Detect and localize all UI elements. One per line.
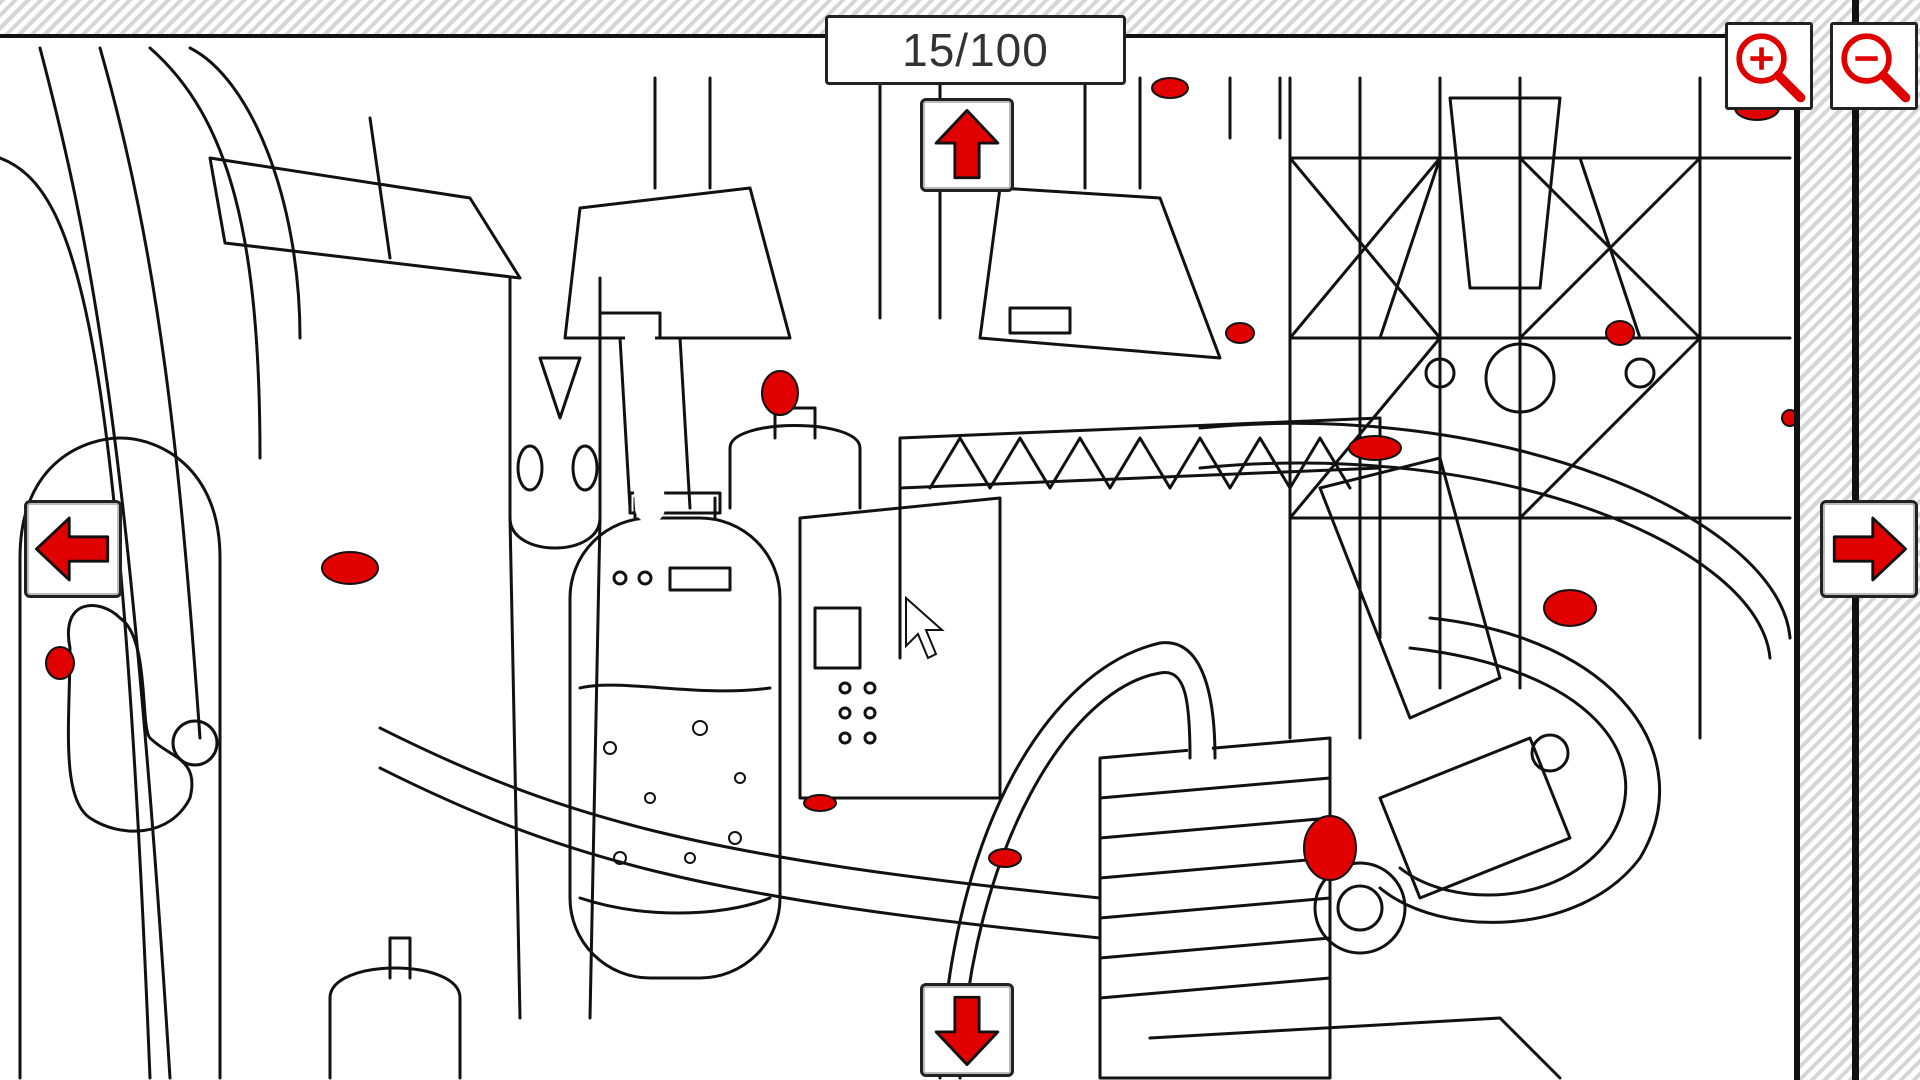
scroll-right-button[interactable] (1820, 500, 1918, 598)
line-art-laboratory[interactable] (0, 38, 1800, 1080)
arrow-down-icon (934, 995, 1000, 1067)
scroll-down-button[interactable] (920, 983, 1014, 1077)
arrow-left-icon (34, 516, 110, 582)
arrow-up-icon (934, 108, 1000, 180)
arrow-right-icon (1832, 516, 1908, 582)
hidden-objects (45, 77, 1794, 881)
found-counter: 15/100 (825, 15, 1126, 85)
hidden-object-scene[interactable] (0, 34, 1800, 1080)
scroll-left-button[interactable] (24, 500, 122, 598)
zoom-in-icon (1736, 33, 1806, 103)
zoom-in-button[interactable] (1725, 22, 1813, 110)
mouse-cursor-icon (905, 595, 945, 660)
zoom-out-button[interactable] (1830, 22, 1918, 110)
zoom-out-icon (1841, 33, 1911, 103)
scroll-up-button[interactable] (920, 98, 1014, 192)
